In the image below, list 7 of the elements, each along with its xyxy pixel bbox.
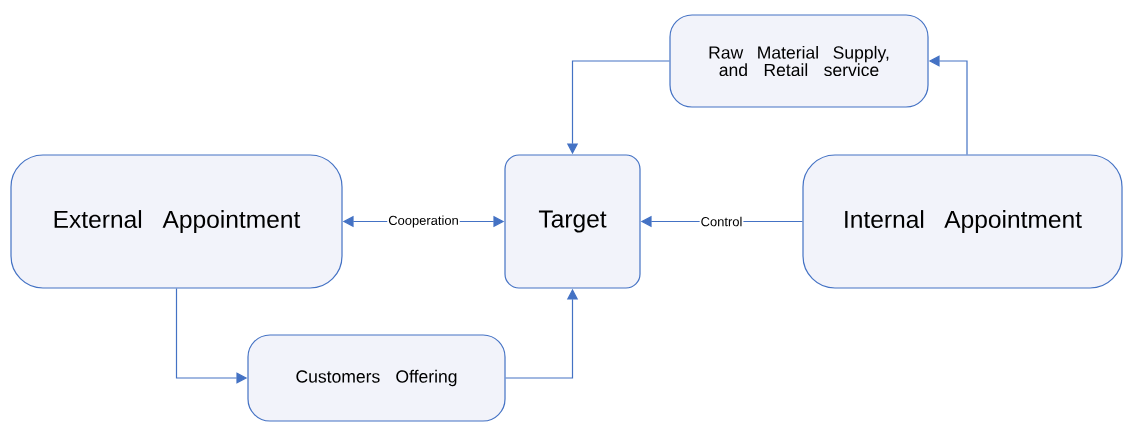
process-box: Raw Material Supply, and Retail service bbox=[669, 14, 929, 108]
process-box: External Appointment bbox=[10, 154, 343, 289]
edge-label: Control bbox=[699, 215, 744, 228]
process-box: Customers Offering bbox=[247, 334, 506, 422]
process-box: Target bbox=[504, 154, 641, 289]
edge-label: Cooperation bbox=[387, 214, 460, 229]
process-box: Internal Appointment bbox=[802, 154, 1123, 289]
